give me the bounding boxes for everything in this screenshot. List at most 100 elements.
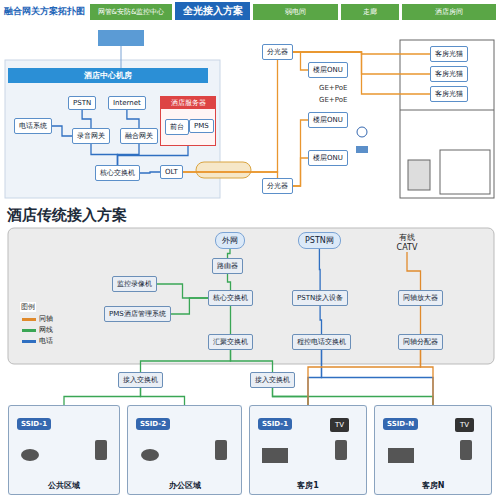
connector xyxy=(231,350,273,372)
ssid-box: SSID-1 xyxy=(258,418,292,430)
legend-text: 网线 xyxy=(39,326,53,334)
connector xyxy=(420,306,421,334)
node-text: SSID-1 xyxy=(21,420,47,428)
modem-box: 客房光猫 xyxy=(430,66,468,82)
node-text: 办公区域 xyxy=(128,480,241,491)
node-text: SSID-2 xyxy=(140,420,166,428)
header-tab: 网管&安防&监控中心 xyxy=(90,4,172,20)
bottom-panel-part xyxy=(8,228,494,364)
terminal-icons-part xyxy=(95,440,107,460)
terminal-icons-part xyxy=(215,440,227,460)
node-text: 分光器 xyxy=(267,181,288,191)
region-fill-part xyxy=(374,405,492,495)
onu-box: 楼层ONU xyxy=(308,150,348,166)
device-box: PSTN xyxy=(68,96,96,110)
region-fill-part xyxy=(8,405,120,495)
ssid-box: SSID-N xyxy=(383,418,418,430)
server-group: 酒店服务器前台PMS xyxy=(160,96,216,146)
node-text: TV xyxy=(460,421,469,429)
header-tab: 走廊 xyxy=(341,4,399,20)
device-box: 前台 xyxy=(165,119,189,135)
node-text: 客房1 xyxy=(250,480,366,491)
network-cloud: PSTN网 xyxy=(298,232,341,249)
node-text: 录音网关 xyxy=(77,131,105,141)
terminal-icons xyxy=(21,440,472,463)
node-text: 酒店中心机房 xyxy=(8,70,208,81)
area-box: 办公区域 SSID-2 xyxy=(127,405,242,495)
node-text: SSID-N xyxy=(387,420,414,428)
onu-box: 楼层ONU xyxy=(308,112,348,128)
node-text: 有线 CATV xyxy=(392,232,422,252)
connector xyxy=(141,388,185,405)
node-text: 外网 xyxy=(222,235,238,246)
router-box: 路由器 xyxy=(212,258,243,274)
header-tab: 全光接入方案 xyxy=(175,2,250,20)
diagram-title: 融合网关方案拓扑图 xyxy=(4,5,85,18)
node-text: PMS xyxy=(194,122,209,130)
node-text: 客房光猫 xyxy=(435,69,463,79)
connector xyxy=(127,110,139,128)
node-text: Internet xyxy=(113,99,141,107)
legend-swatch xyxy=(22,329,36,332)
connector xyxy=(293,52,430,94)
node-text: 前台 xyxy=(170,122,184,132)
device-box: 监控录像机 xyxy=(112,276,157,292)
room-plan-part xyxy=(408,160,430,190)
tv-box: TV xyxy=(455,418,474,432)
node-text: 楼层ONU xyxy=(313,115,343,125)
area-box: 公共区域SSID-1 xyxy=(8,405,120,495)
connector xyxy=(228,274,231,290)
node-text: PMS酒店管理系统 xyxy=(109,309,166,319)
connector xyxy=(320,306,321,334)
terminal-icons-part xyxy=(460,440,472,460)
device-box: PMS酒店管理系统 xyxy=(104,306,171,322)
node-text: 核心交换机 xyxy=(213,293,248,303)
region-fill-part xyxy=(127,405,242,495)
splitter-box: 分光器 xyxy=(262,44,293,60)
legend-row: 电话 xyxy=(22,336,53,346)
splitter-box: 分光器 xyxy=(262,178,293,194)
legend-text: 同轴 xyxy=(39,315,53,323)
olt-box: OLT xyxy=(160,165,183,179)
legend-swatch xyxy=(22,318,36,321)
terminal-icons-part xyxy=(21,449,39,461)
node-text: 电话系统 xyxy=(19,121,47,131)
connector xyxy=(140,172,160,173)
switch-box: 核心交换机 xyxy=(95,165,140,181)
room-plan-part xyxy=(400,110,494,111)
monitor-device-part xyxy=(98,30,144,46)
modem-box: 客房光猫 xyxy=(430,46,468,62)
device-box: 融合网关 xyxy=(120,128,158,144)
node-text: 客房光猫 xyxy=(435,89,463,99)
connector xyxy=(308,350,421,405)
device-box: 录音网关 xyxy=(72,128,110,144)
area-box: 客房1SSID-1TV xyxy=(249,405,367,495)
terminal-icons-part xyxy=(388,448,414,463)
top-panel xyxy=(5,60,220,198)
node-text: OLT xyxy=(165,168,178,176)
node-text: 楼层ONU xyxy=(313,153,343,163)
node-text: 路由器 xyxy=(217,261,238,271)
text-label: GE+PoE xyxy=(318,84,348,92)
ap-camera xyxy=(356,127,368,153)
area-box: 客房NSSID-NTV xyxy=(374,405,492,495)
device-box: 同轴放大器 xyxy=(398,290,443,306)
legend-row: 网线 xyxy=(22,325,53,335)
node-text: 同轴放大器 xyxy=(403,293,438,303)
node-text: 全光接入方案 xyxy=(175,4,250,18)
legend-row: 同轴 xyxy=(22,314,53,324)
node-text: 汇聚交换机 xyxy=(213,337,248,347)
bottom-panel xyxy=(8,228,494,364)
room-band: 酒店中心机房 xyxy=(8,68,208,83)
connector xyxy=(322,350,434,405)
switch-box: 汇聚交换机 xyxy=(208,334,253,350)
node-text: PSTN网 xyxy=(305,235,334,246)
connector xyxy=(230,306,231,334)
connector xyxy=(273,388,434,405)
room-plan xyxy=(400,40,494,198)
header-tab: 弱电间 xyxy=(253,4,338,20)
node-text: 楼层ONU xyxy=(313,65,343,75)
connector xyxy=(293,52,308,70)
device-box: Internet xyxy=(108,96,146,110)
